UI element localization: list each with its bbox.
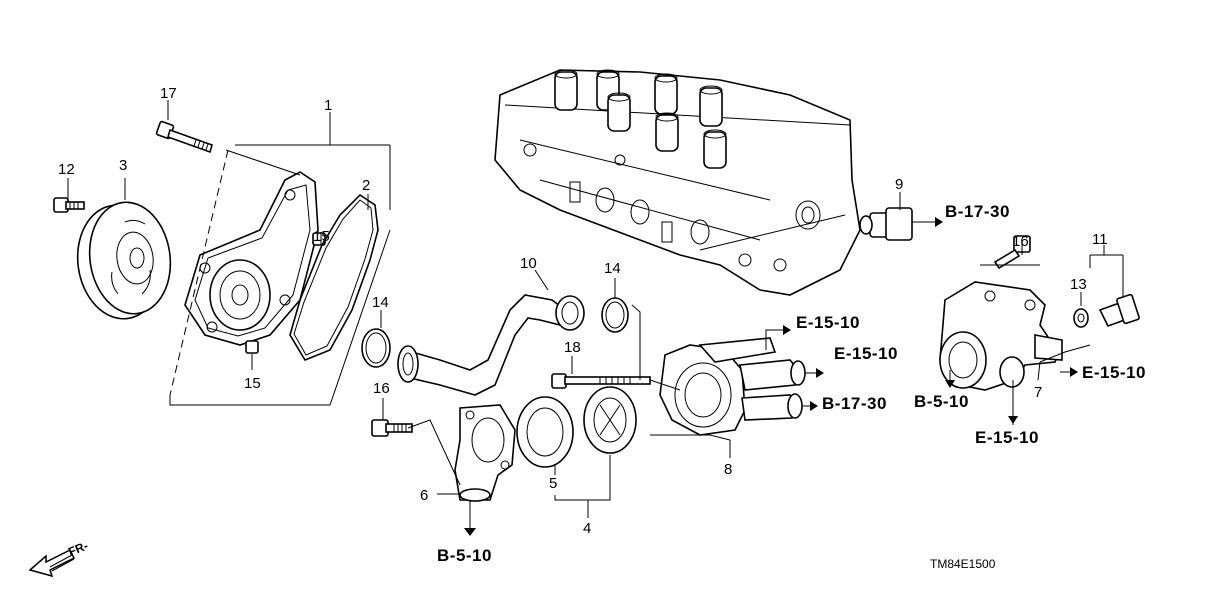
flange-bolt-16-left[interactable] xyxy=(371,419,413,437)
callout-14-left: 14 xyxy=(372,294,389,311)
ref-b-17-30-top: B-17-30 xyxy=(945,202,1010,221)
temperature-sensor-9[interactable] xyxy=(859,207,913,241)
callout-6: 6 xyxy=(420,487,428,504)
ref-b-5-10-right: B-5-10 xyxy=(914,392,969,411)
callout-3: 3 xyxy=(119,157,127,174)
callout-1: 1 xyxy=(324,97,332,114)
ref-e-15-10-b: E-15-10 xyxy=(834,344,898,363)
thermostat-gasket[interactable] xyxy=(516,396,574,468)
callout-12: 12 xyxy=(58,161,75,178)
callout-17: 17 xyxy=(160,85,177,102)
callout-13: 13 xyxy=(1070,276,1087,293)
callout-18: 18 xyxy=(564,339,581,356)
flange-bolt-18[interactable] xyxy=(551,373,651,389)
reference-arrows xyxy=(464,217,1078,536)
callout-2: 2 xyxy=(362,177,370,194)
leader-lines xyxy=(67,100,1124,535)
callout-4: 4 xyxy=(583,520,591,537)
front-label: FR- xyxy=(66,539,90,559)
sealing-washer-13[interactable] xyxy=(1073,308,1089,328)
temperature-sensor-11[interactable] xyxy=(1098,293,1140,327)
water-pump-gasket[interactable] xyxy=(289,193,379,361)
callout-11: 11 xyxy=(1092,231,1108,248)
water-pump-pulley[interactable] xyxy=(70,197,177,324)
flange-bolt-12[interactable] xyxy=(53,197,85,213)
front-direction-arrow-icon xyxy=(28,548,76,578)
ref-e-15-10-right: E-15-10 xyxy=(1082,363,1146,382)
thermostat-housing[interactable] xyxy=(659,337,806,436)
callout-8: 8 xyxy=(724,461,732,478)
diagram-code: TM84E1500 xyxy=(930,557,996,571)
reference-labels: B-17-30 E-15-10 E-15-10 B-17-30 B-5-10 E… xyxy=(437,202,1146,565)
water-pump[interactable] xyxy=(184,171,319,346)
callout-15-lower: 15 xyxy=(244,375,261,392)
thermostat[interactable] xyxy=(583,386,637,454)
thermostat-cover[interactable] xyxy=(454,404,516,502)
ref-e-15-10-a: E-15-10 xyxy=(796,313,860,332)
callout-10: 10 xyxy=(520,255,537,272)
callout-16-left: 16 xyxy=(373,380,390,397)
callout-7: 7 xyxy=(1034,384,1042,401)
callout-16-right: 16 xyxy=(1012,233,1029,250)
callout-15-upper: 15 xyxy=(313,228,330,245)
ref-e-15-10-bottom: E-15-10 xyxy=(975,428,1039,447)
ref-b-17-30-mid: B-17-30 xyxy=(822,394,887,413)
o-ring-14-right[interactable] xyxy=(601,297,629,333)
water-passage-7[interactable] xyxy=(939,281,1063,391)
callout-9: 9 xyxy=(895,176,903,193)
part-number-labels: 1 2 3 4 5 6 7 8 9 10 11 12 13 14 14 15 1… xyxy=(58,85,1108,537)
callout-14-right: 14 xyxy=(604,260,621,277)
callout-5: 5 xyxy=(549,475,557,492)
o-ring-14-left[interactable] xyxy=(361,328,391,368)
flange-bolt-17[interactable] xyxy=(155,120,213,154)
ref-b-5-10-bottom: B-5-10 xyxy=(437,546,492,565)
water-inlet-pipe[interactable] xyxy=(397,294,585,396)
cylinder-head[interactable] xyxy=(494,69,861,296)
dowel-pin-15-lower[interactable] xyxy=(245,340,259,354)
